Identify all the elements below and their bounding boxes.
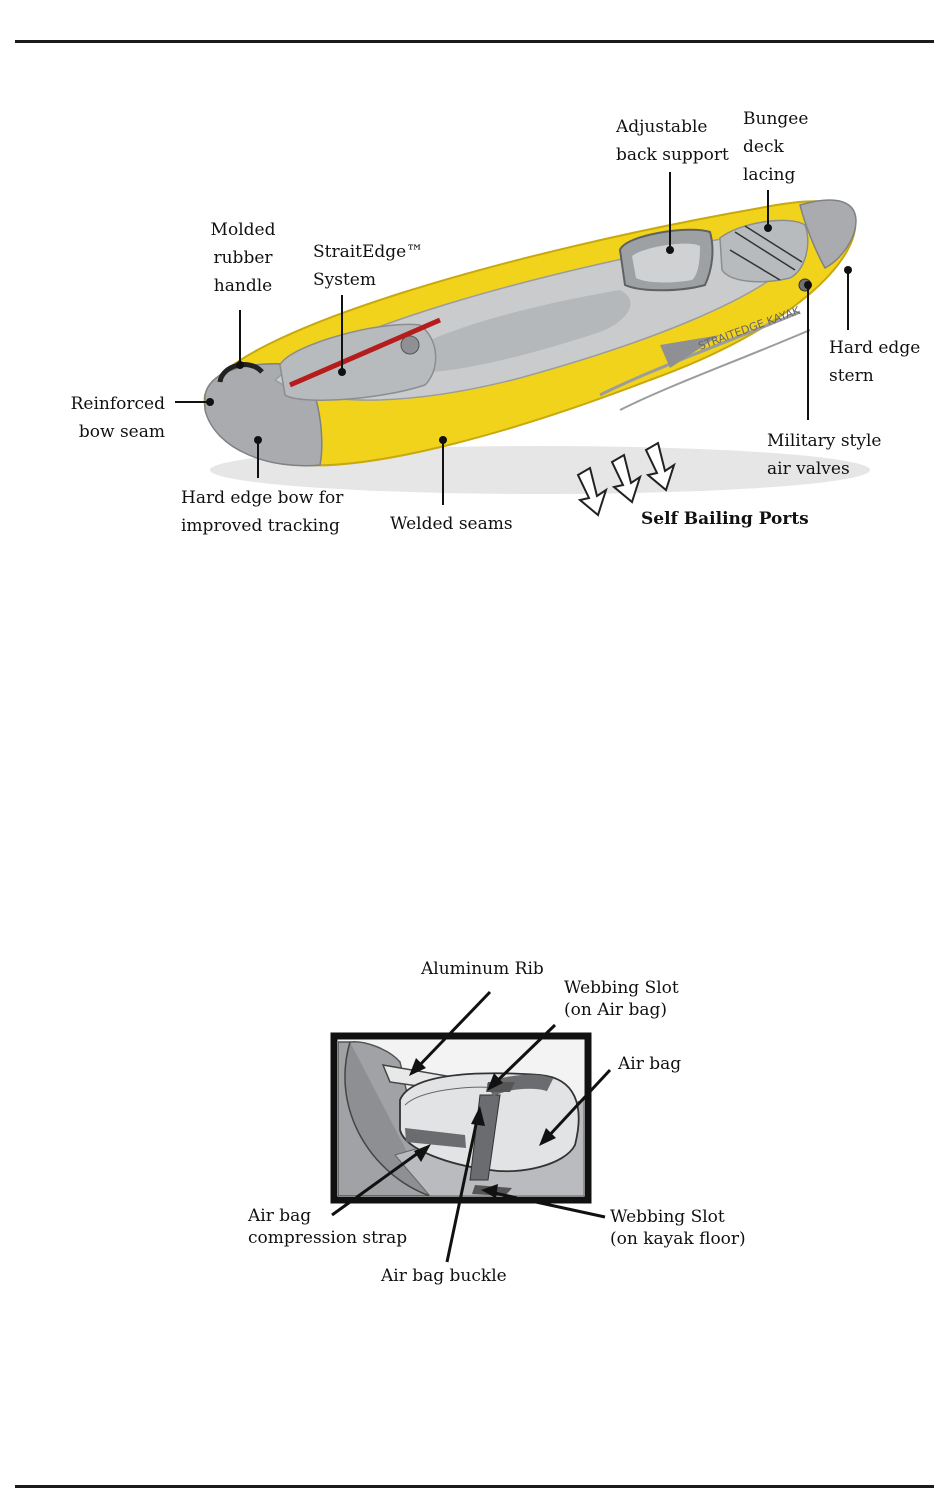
- kayak-illustration: STRAITEDGE KAYAK: [175, 172, 870, 517]
- top-rule: [15, 40, 934, 43]
- label-air-bag-buckle: Air bag buckle: [381, 1266, 507, 1286]
- label-welded-seams: Welded seams: [390, 514, 513, 534]
- bottom-rule: [15, 1485, 934, 1488]
- label-hard-edge-bow: Hard edge bow for improved tracking: [181, 488, 344, 536]
- label-webbing-slot-air-bag: Webbing Slot (on Air bag): [564, 978, 679, 1020]
- label-webbing-slot-floor: Webbing Slot (on kayak floor): [610, 1207, 746, 1249]
- label-bungee-deck-lacing: Bungee deck lacing: [743, 109, 809, 185]
- label-straitedge-system: StraitEdge™ System: [313, 242, 424, 290]
- label-military-air-valves: Military style air valves: [767, 431, 882, 479]
- label-compression-strap: Air bag compression strap: [248, 1206, 408, 1248]
- label-molded-rubber-handle: Molded rubber handle: [210, 220, 276, 296]
- label-hard-edge-stern: Hard edge stern: [829, 338, 921, 386]
- label-back-support: Adjustable back support: [616, 117, 729, 165]
- label-reinforced-bow-seam: Reinforced bow seam: [70, 394, 165, 442]
- label-self-bailing-ports: Self Bailing Ports: [641, 509, 809, 529]
- label-air-bag: Air bag: [618, 1054, 682, 1074]
- label-aluminum-rib: Aluminum Rib: [421, 959, 544, 979]
